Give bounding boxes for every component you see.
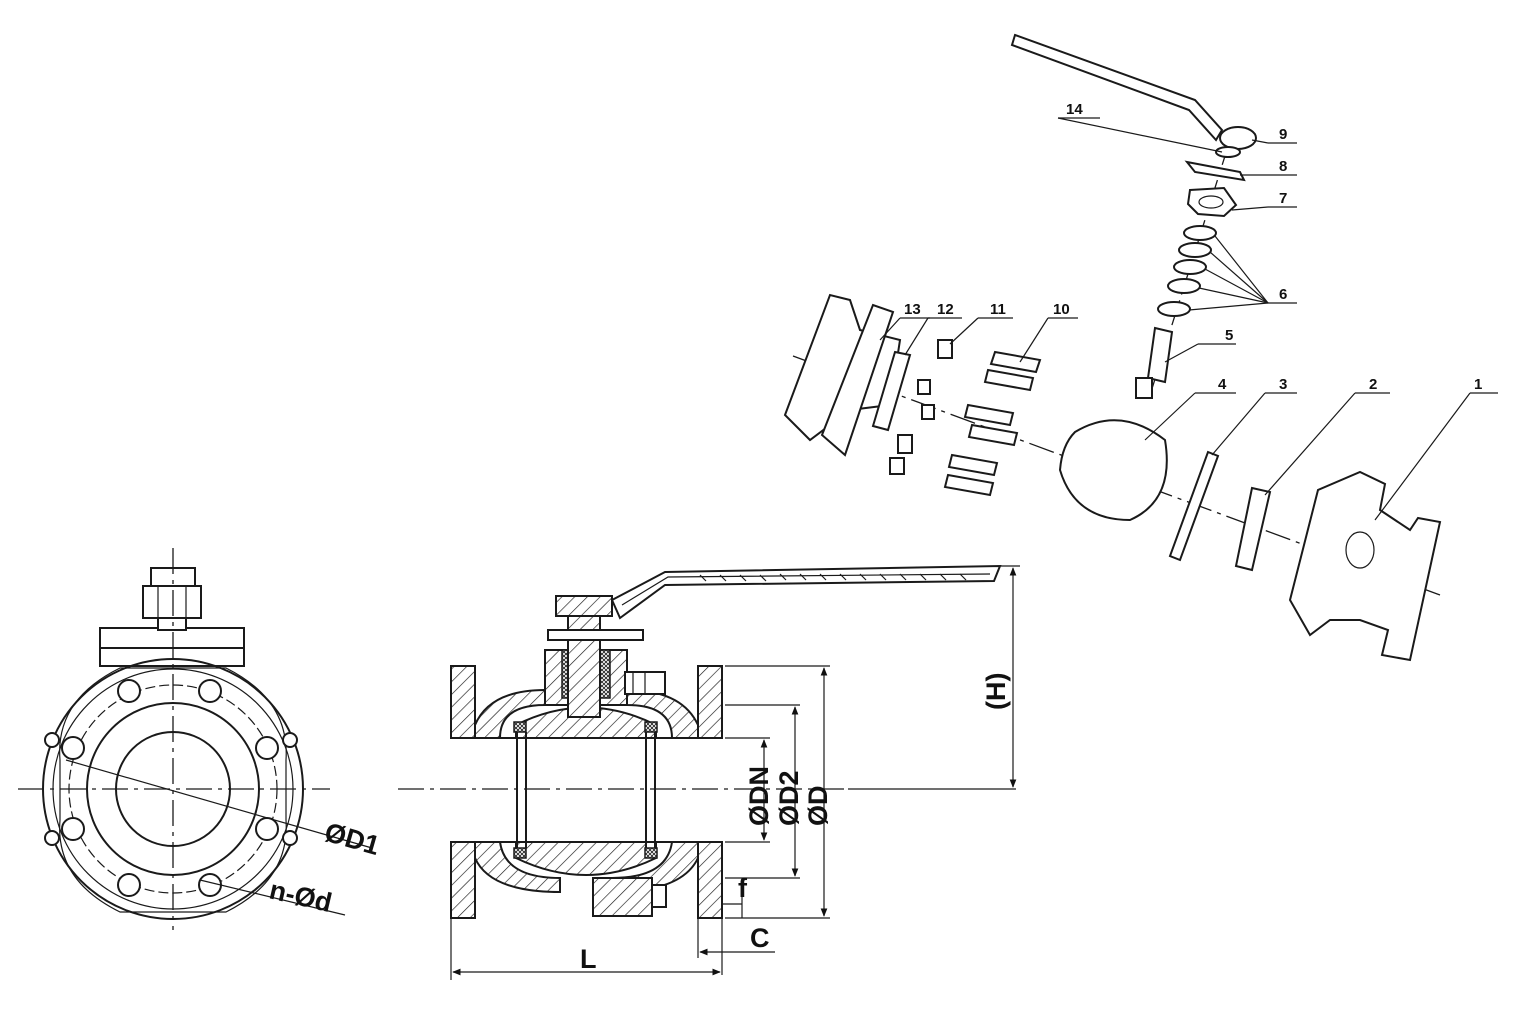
dim-d-label: ØD: [803, 786, 833, 827]
part-number-10: 10: [1053, 301, 1070, 318]
part-number-2: 2: [1369, 376, 1377, 393]
part-number-7: 7: [1279, 190, 1287, 207]
dim-nd-label: n-Ød: [267, 875, 335, 918]
lever-hatch: [699, 573, 967, 582]
part-number-8: 8: [1279, 158, 1287, 175]
exploded-view: 1 2 3 4 5 6 7 8: [783, 33, 1498, 662]
front-view: ØD1 n-Ød: [18, 548, 383, 930]
part-number-9: 9: [1279, 126, 1287, 143]
part-number-5: 5: [1225, 327, 1233, 344]
part-number-11: 11: [990, 301, 1006, 318]
dim-l-label: L: [580, 944, 597, 974]
dim-c-label: C: [750, 923, 770, 953]
part-number-14: 14: [1066, 101, 1083, 118]
part-number-4: 4: [1218, 376, 1227, 393]
dim-d2-label: ØD2: [774, 770, 804, 826]
part-number-1: 1: [1474, 376, 1482, 393]
bolt-holes: [44, 679, 298, 897]
part-callouts: 1 2 3 4 5 6 7 8: [879, 101, 1498, 521]
dim-f-label: f: [738, 873, 748, 903]
dim-h-label: (H): [981, 673, 1011, 710]
part-number-3: 3: [1279, 376, 1287, 393]
part-number-6: 6: [1279, 286, 1287, 303]
dim-dn-label: ØDN: [744, 766, 774, 826]
dim-d1-label: ØD1: [321, 817, 383, 861]
part-number-12: 12: [937, 301, 954, 318]
packing-rings: [1157, 225, 1217, 317]
section-view: (H) ØDN ØD2 ØD f C L: [398, 564, 1020, 980]
part-number-13: 13: [904, 301, 921, 318]
bolt-set: [943, 350, 1042, 497]
